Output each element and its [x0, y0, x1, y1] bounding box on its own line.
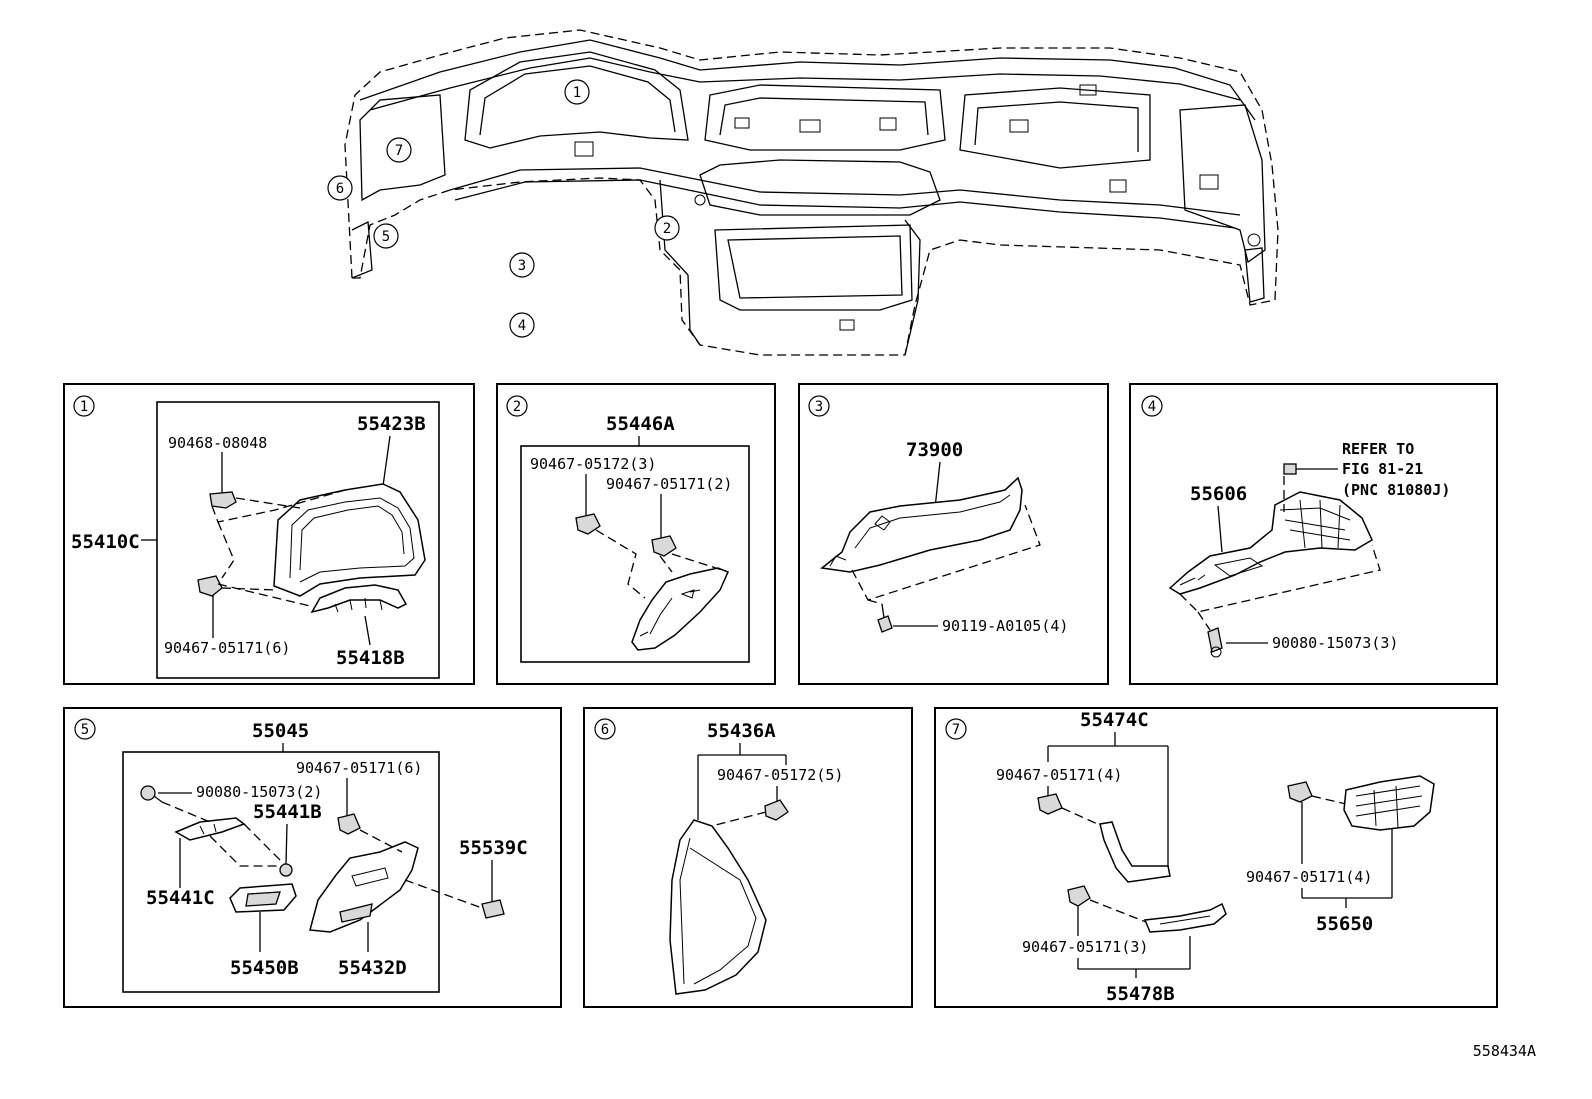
label-55418B: 55418B	[336, 647, 405, 669]
panel-2-number: 2	[513, 399, 521, 415]
bolt-90119	[877, 603, 893, 633]
panel-4: 4 REFER TO FIG 81-21 (PNC 81080J) 55606 …	[1129, 383, 1498, 685]
label-90080-15073-2: 90080-15073(2)	[196, 783, 322, 801]
ref-line-1: REFER TO	[1342, 440, 1414, 458]
clip-90467-05171-a	[1037, 793, 1063, 815]
label-55539C: 55539C	[459, 837, 528, 859]
svg-text:6: 6	[336, 181, 344, 197]
label-90119-A0105-4: 90119-A0105(4)	[942, 617, 1068, 635]
lower-garnish	[310, 584, 408, 614]
panel-1-number: 1	[80, 399, 88, 415]
svg-text:2: 2	[663, 221, 671, 237]
panel-3: 3 73900 90119-A0105(4)	[798, 383, 1109, 685]
screw-90080	[140, 785, 163, 803]
label-90467-05171-3: 90467-05171(3)	[1022, 938, 1148, 956]
panel-3-number: 3	[815, 399, 823, 415]
clip-90467-05171	[651, 535, 677, 557]
label-55478B: 55478B	[1106, 983, 1175, 1005]
panel-1: 1 55410C 90468-08048 55423B 90467-05171(…	[63, 383, 475, 685]
label-90467-05172-3: 90467-05172(3)	[530, 455, 656, 473]
label-90080-15073-3: 90080-15073(3)	[1272, 634, 1398, 652]
label-55450B: 55450B	[230, 957, 299, 979]
clip-90467-05171-b	[1067, 885, 1091, 907]
label-55423B: 55423B	[357, 413, 426, 435]
garnish-55478B	[1143, 902, 1227, 933]
label-73900: 73900	[906, 439, 963, 461]
label-55436A: 55436A	[707, 720, 776, 742]
label-55432D: 55432D	[338, 957, 407, 979]
label-90467-05171-6: 90467-05171(6)	[296, 759, 422, 777]
diagram-id: 558434A	[1473, 1042, 1536, 1060]
clip-90467-05171	[337, 813, 361, 835]
clip-90467-05172	[575, 513, 601, 535]
screw-90080	[1207, 627, 1223, 658]
panel-6: 6 55436A 90467-05172(5)	[583, 707, 913, 1008]
svg-text:1: 1	[573, 85, 581, 101]
clip-55441B	[279, 863, 293, 877]
overview-callout-6: 6	[327, 175, 353, 201]
ref-line-2: FIG 81-21	[1342, 460, 1423, 478]
label-90467-05172-5: 90467-05172(5)	[717, 766, 843, 784]
clip-90468-08048	[209, 491, 237, 509]
side-panel-55436A	[669, 819, 767, 995]
overview-callout-3: 3	[509, 252, 535, 278]
panel-6-number: 6	[601, 722, 609, 738]
switch-55450B	[229, 883, 297, 913]
svg-text:7: 7	[395, 143, 403, 159]
clip-55539C	[481, 899, 505, 919]
panel-5: 5 55045 90467-05171(6) 90080-15073(2) 55…	[63, 707, 562, 1008]
ref-line-3: (PNC 81080J)	[1342, 481, 1450, 499]
lower-panel-sub-assembly	[1168, 491, 1373, 595]
svg-text:4: 4	[518, 318, 526, 334]
airbag-assembly	[820, 476, 1023, 573]
label-55606: 55606	[1190, 483, 1247, 505]
meter-hood-bezel	[273, 483, 426, 597]
lower-panel-cover	[631, 567, 730, 651]
panel-7: 7 55474C 90467-05171(4) 90467-05171(3) 5…	[934, 707, 1498, 1008]
label-55410C: 55410C	[71, 531, 140, 553]
panel-7-number: 7	[952, 722, 960, 738]
label-55650: 55650	[1316, 913, 1373, 935]
lower-panel-55432D	[309, 841, 419, 933]
overview-callout-1: 1	[564, 79, 590, 105]
label-55474C: 55474C	[1080, 709, 1149, 731]
clip-90467-05172	[764, 799, 789, 821]
overview-callout-7: 7	[386, 137, 412, 163]
label-90467-05171-2: 90467-05171(2)	[606, 475, 732, 493]
panel-4-number: 4	[1148, 399, 1156, 415]
overview-callout-2: 2	[654, 215, 680, 241]
label-55045: 55045	[252, 720, 309, 742]
svg-text:5: 5	[382, 229, 390, 245]
register-vent-55650	[1343, 775, 1435, 831]
clip-90467-05171-c	[1287, 781, 1313, 803]
panel-5-number: 5	[81, 722, 89, 738]
instrument-panel-overview: 1 2 3 4 5 6 7	[327, 29, 1279, 356]
garnish-55474C	[1099, 821, 1171, 883]
panel-2: 2 55446A 90467-05172(3) 90467-05171(2)	[496, 383, 776, 685]
label-90467-05171-4a: 90467-05171(4)	[996, 766, 1122, 784]
label-55446A: 55446A	[606, 413, 675, 435]
label-55441C: 55441C	[146, 887, 215, 909]
svg-text:3: 3	[518, 258, 526, 274]
label-90467-05171-4b: 90467-05171(4)	[1246, 868, 1372, 886]
clip-90467-05171	[197, 575, 223, 597]
overview-callout-4: 4	[509, 312, 535, 338]
overview-callout-5: 5	[373, 223, 399, 249]
label-90467-05171-6: 90467-05171(6)	[164, 639, 290, 657]
label-55441B: 55441B	[253, 801, 322, 823]
label-90468-08048: 90468-08048	[168, 434, 267, 452]
